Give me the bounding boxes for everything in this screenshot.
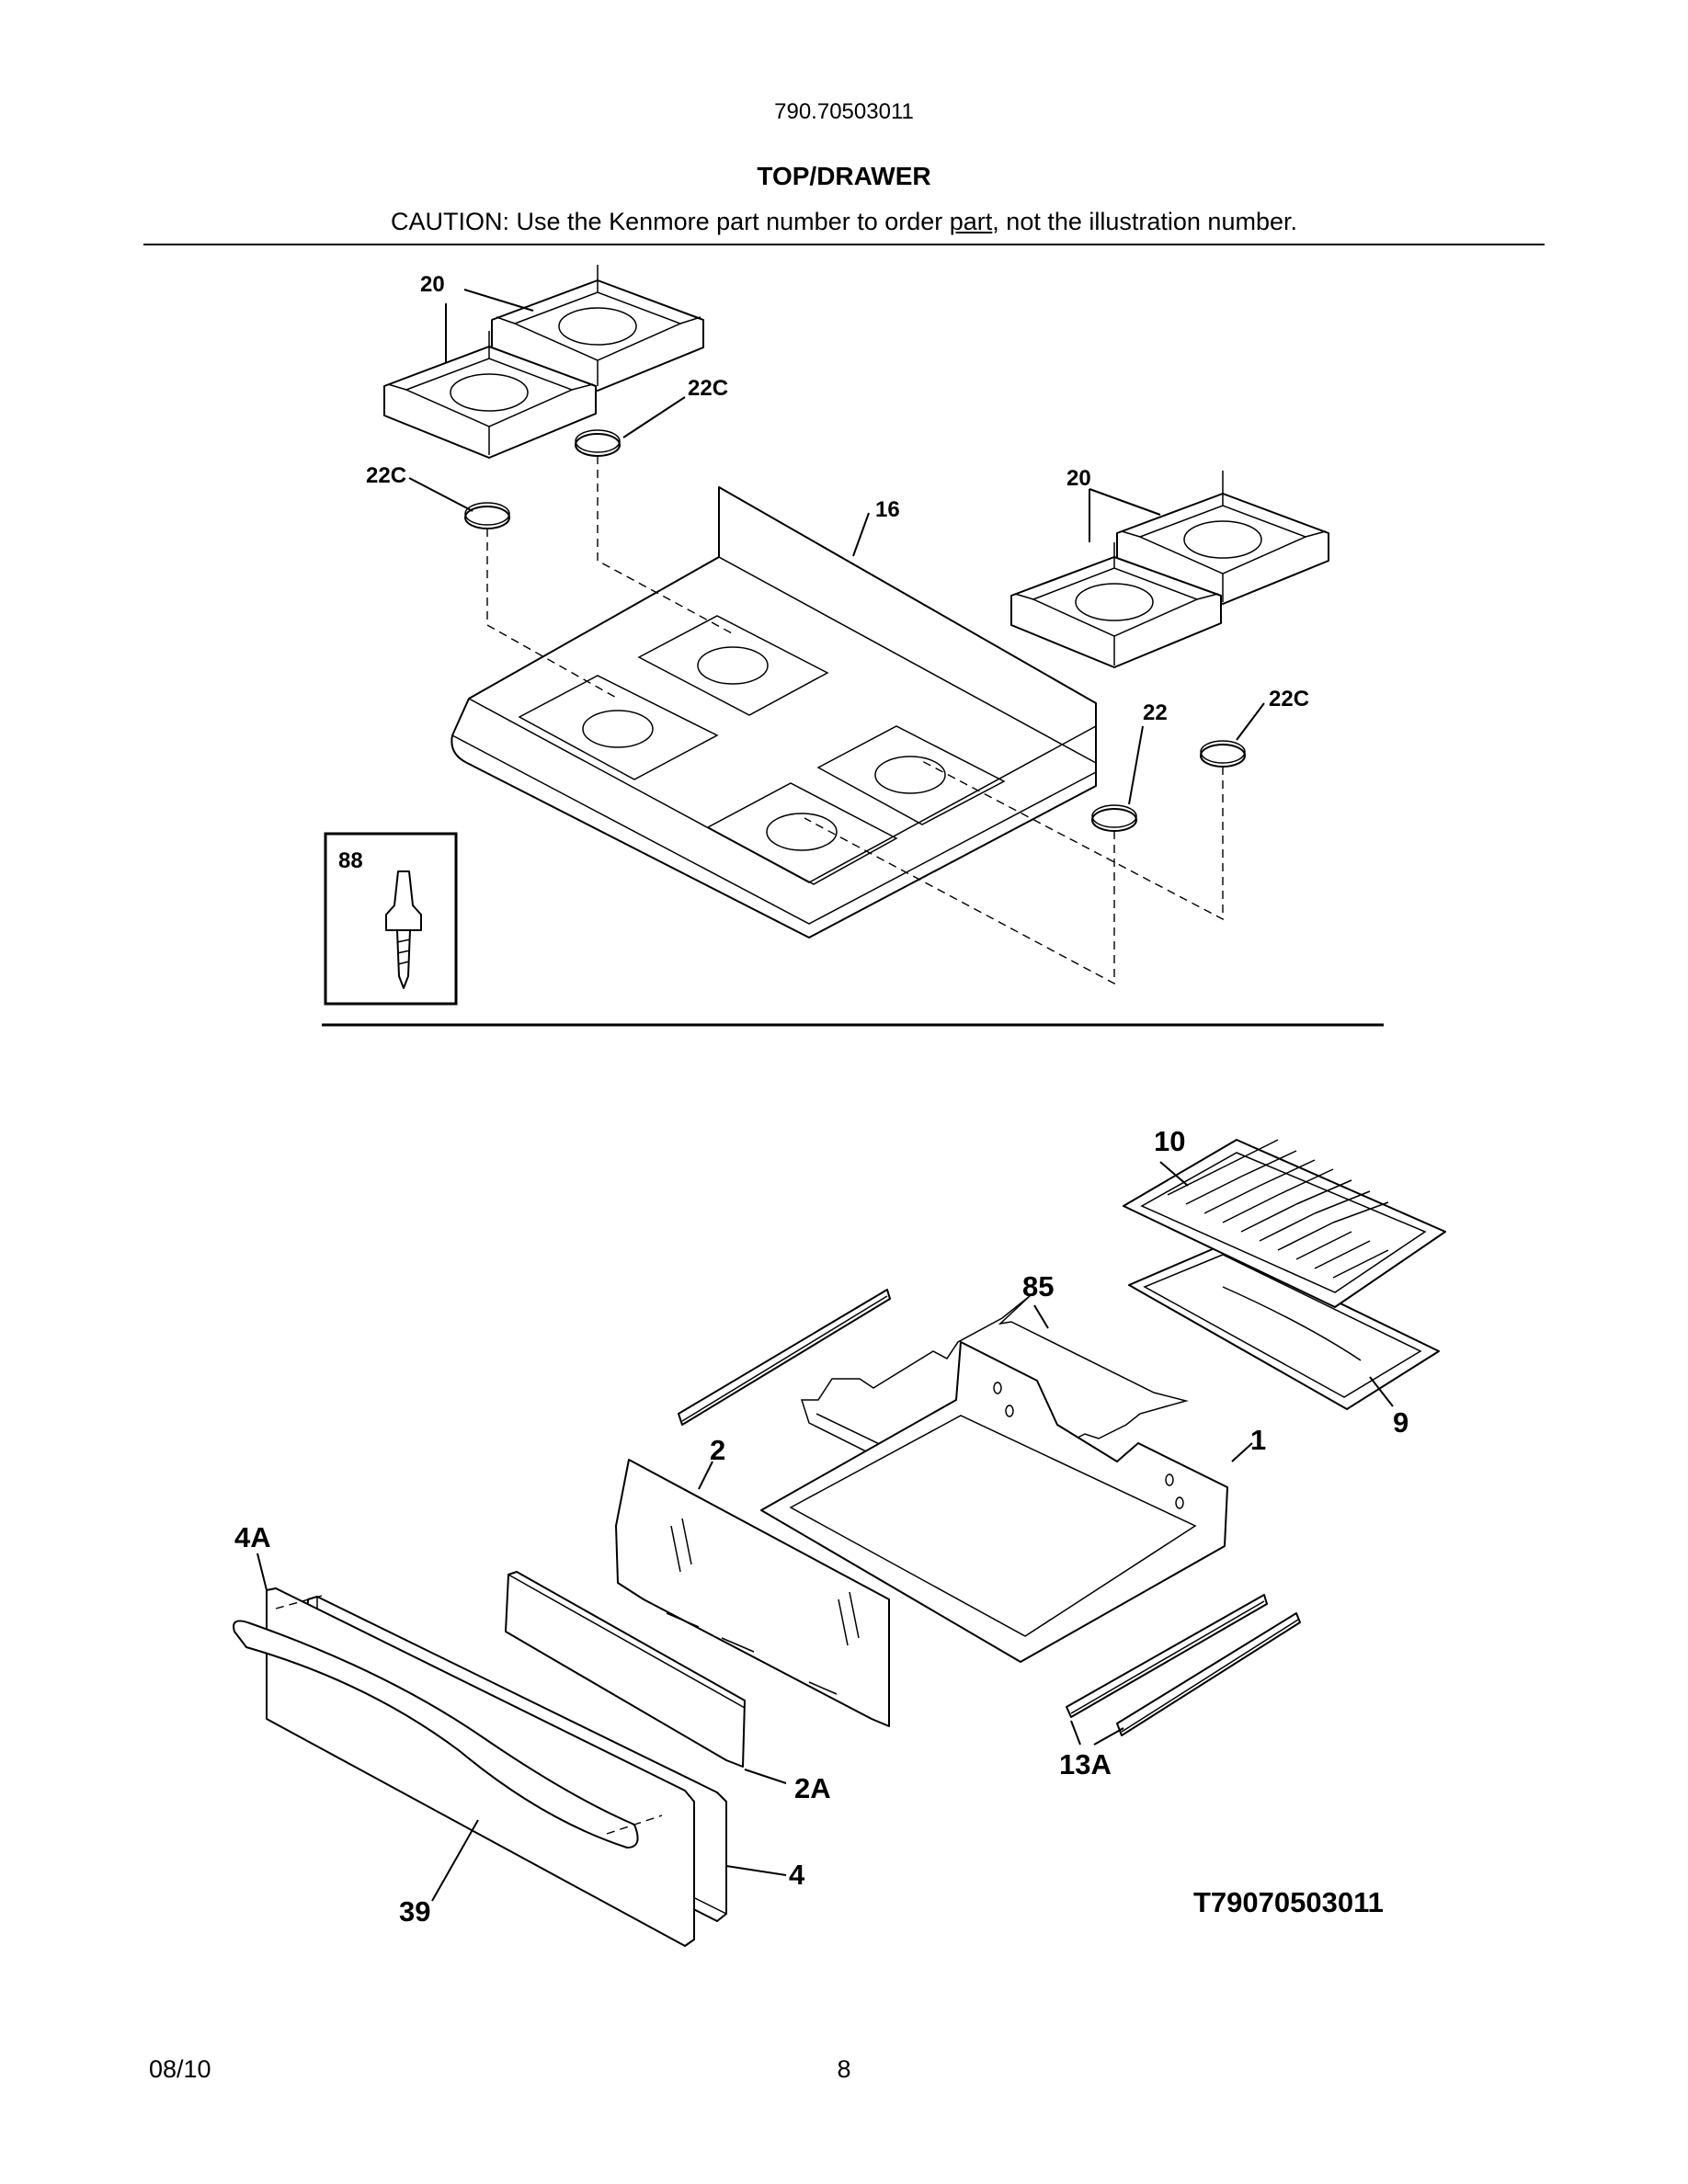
callout-13a: 13A xyxy=(1059,1748,1112,1780)
inset-stud-88: 88 xyxy=(324,832,458,1006)
top-leaders xyxy=(408,289,1265,805)
callout-4a: 4A xyxy=(234,1521,271,1553)
callout-22c-left-front: 22C xyxy=(366,463,406,488)
caution-part-link: part xyxy=(949,208,993,235)
grate-left-front xyxy=(383,331,597,459)
burner-cap-left-front xyxy=(464,502,510,529)
grate-right-front xyxy=(1010,542,1222,668)
callout-88: 88 xyxy=(338,848,363,873)
callout-22c-right-rear: 22C xyxy=(1269,687,1309,711)
callout-16: 16 xyxy=(875,497,900,522)
callout-2: 2 xyxy=(710,1434,725,1466)
callout-4: 4 xyxy=(789,1859,805,1891)
footer-page-number: 8 xyxy=(837,2055,851,2083)
slide-front-right xyxy=(1066,1594,1301,1736)
callout-20-right: 20 xyxy=(1066,466,1091,491)
callout-10: 10 xyxy=(1154,1125,1185,1157)
top-diagram: 88 20 22C 22C 16 20 22 22C xyxy=(324,265,1329,1006)
callout-39: 39 xyxy=(399,1895,430,1928)
callout-22c-left-rear: 22C xyxy=(688,376,728,401)
burner-cap-left-rear xyxy=(575,429,621,457)
burner-cap-right-front xyxy=(1091,804,1137,832)
caution-suffix: , not the illustration number. xyxy=(992,208,1297,235)
callout-9: 9 xyxy=(1393,1406,1409,1439)
drawer-leaders xyxy=(257,1161,1394,1902)
burner-cap-right-rear xyxy=(1200,740,1246,768)
drawer-liner xyxy=(505,1571,746,1768)
broiler-grid xyxy=(1123,1139,1446,1308)
callout-1: 1 xyxy=(1250,1424,1266,1456)
cooktop xyxy=(451,486,1097,938)
model-number: 790.70503011 xyxy=(774,99,914,124)
caution-note: CAUTION: Use the Kenmore part number to … xyxy=(0,208,1688,236)
caution-prefix: CAUTION: Use the Kenmore part number to … xyxy=(391,208,950,235)
front-alignment-lines xyxy=(275,1595,663,1835)
diagram-id: T79070503011 xyxy=(1193,1886,1384,1918)
slide-rear-left xyxy=(678,1289,891,1426)
drawer-diagram: 10 9 85 1 2 4A 2A 4 39 13A T79070503011 xyxy=(233,1125,1446,1947)
drawer-back xyxy=(615,1459,890,1727)
footer-date: 08/10 xyxy=(149,2055,211,2083)
callout-85: 85 xyxy=(1022,1270,1054,1302)
callout-20-left: 20 xyxy=(420,272,445,297)
broiler-pan xyxy=(1128,1245,1440,1410)
drawer-body xyxy=(760,1341,1228,1663)
page-title: TOP/DRAWER xyxy=(757,162,931,190)
alignment-lines xyxy=(486,456,1224,985)
callout-2a: 2A xyxy=(794,1772,831,1804)
callout-22-right-front: 22 xyxy=(1143,700,1168,725)
grate-left-rear xyxy=(491,265,704,392)
